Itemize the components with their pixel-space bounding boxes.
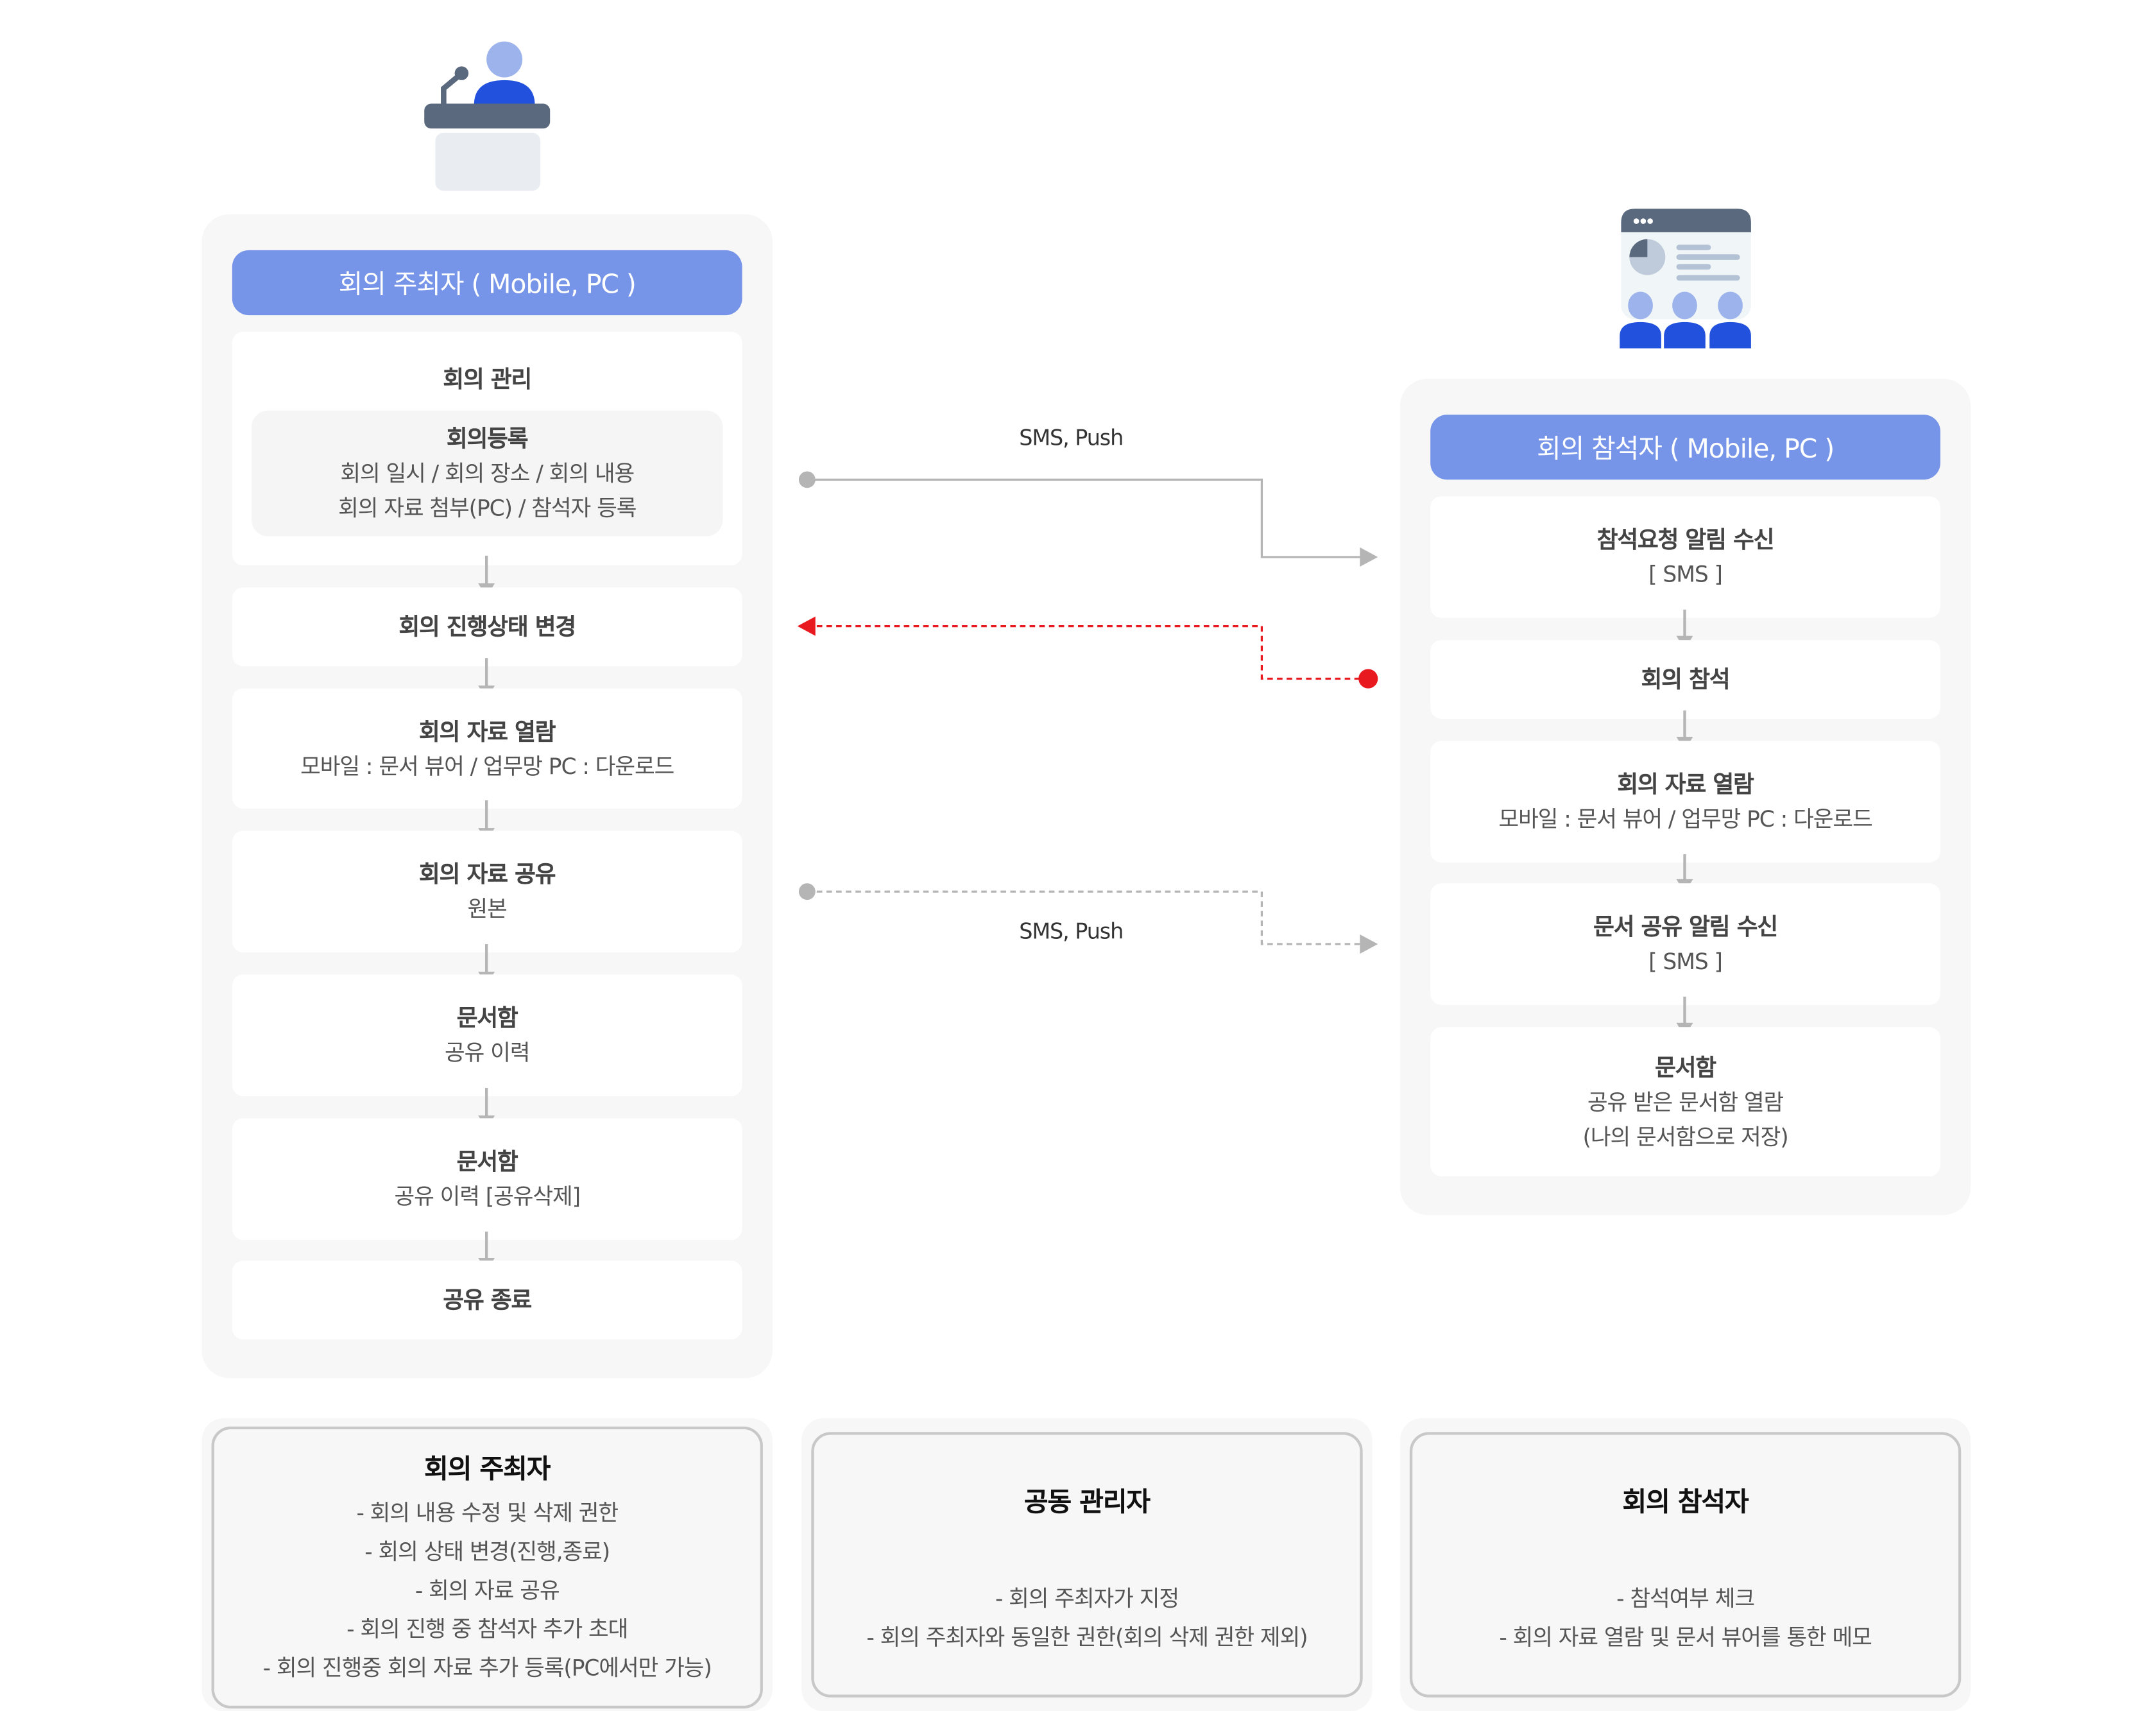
role-line: - 회의 자료 공유	[415, 1577, 560, 1604]
step-title: 문서함	[1655, 1054, 1716, 1081]
host-step-share-materials: 회의 자료 공유 원본	[232, 830, 742, 952]
step-line: 회의 자료 첨부(PC) / 참석자 등록	[338, 494, 637, 520]
step-line: [ SMS ]	[1648, 948, 1723, 975]
attendee-step-invite-notice: 참석요청 알림 수신 [ SMS ]	[1430, 496, 1940, 618]
step-line: 원본	[467, 895, 508, 922]
meeting-registration-box: 회의등록 회의 일시 / 회의 장소 / 회의 내용 회의 자료 첨부(PC) …	[251, 409, 723, 536]
role-line: - 회의 상태 변경(진행,종료)	[364, 1538, 610, 1565]
step-title: 회의 참석	[1641, 666, 1731, 693]
step-line: 모바일 : 문서 뷰어 / 업무망 PC : 다운로드	[300, 752, 674, 779]
feedback-connector	[797, 616, 1378, 689]
role-line: - 회의 내용 수정 및 삭제 권한	[356, 1499, 619, 1526]
host-header: 회의 주최자 ( Mobile, PC )	[232, 250, 742, 316]
step-title: 회의 자료 열람	[1617, 771, 1754, 798]
role-line: - 회의 진행중 회의 자료 추가 등록(PC에서만 가능)	[262, 1655, 712, 1681]
role-line: - 회의 자료 열람 및 문서 뷰어를 통한 메모	[1499, 1624, 1872, 1651]
step-title: 참석요청 알림 수신	[1596, 526, 1775, 553]
step-line: 공유 이력	[445, 1039, 530, 1066]
step-title: 회의 진행상태 변경	[398, 614, 576, 641]
share-connector-label: SMS, Push	[1019, 919, 1124, 945]
step-line: 회의 일시 / 회의 장소 / 회의 내용	[340, 460, 635, 486]
role-line: - 회의 진행 중 참석자 추가 초대	[346, 1615, 628, 1642]
attendee-step-docbox: 문서함 공유 받은 문서함 열람 (나의 문서함으로 저장)	[1430, 1027, 1940, 1176]
step-title: 공유 종료	[443, 1287, 532, 1314]
role-title: 회의 주최자	[424, 1454, 551, 1485]
step-title: 문서함	[456, 1148, 518, 1175]
attendee-step-share-notice: 문서 공유 알림 수신 [ SMS ]	[1430, 883, 1940, 1005]
role-line: - 참석여부 체크	[1616, 1585, 1755, 1612]
invite-connector-label: SMS, Push	[1019, 426, 1124, 451]
role-title: 공동 관리자	[1023, 1487, 1151, 1518]
host-step-view-materials: 회의 자료 열람 모바일 : 문서 뷰어 / 업무망 PC : 다운로드	[232, 688, 742, 809]
attendees-presentation-icon	[1620, 209, 1751, 348]
host-step-docbox-history: 문서함 공유 이력	[232, 974, 742, 1096]
role-line: - 회의 주최자가 지정	[995, 1585, 1179, 1612]
role-host-box: 회의 주최자 - 회의 내용 수정 및 삭제 권한 - 회의 상태 변경(진행,…	[211, 1426, 763, 1709]
role-line: - 회의 주최자와 동일한 권한(회의 삭제 권한 제외)	[866, 1624, 1308, 1651]
step-line: 공유 이력 [공유삭제]	[394, 1183, 581, 1210]
step-title: 회의 자료 공유	[419, 861, 556, 888]
host-step-end-sharing: 공유 종료	[232, 1260, 742, 1340]
step-title: 문서 공유 알림 수신	[1593, 913, 1778, 940]
share-connector	[798, 883, 1378, 954]
host-step-status-change: 회의 진행상태 변경	[232, 587, 742, 667]
podium-speaker-icon	[424, 41, 551, 191]
step-title: 회의 자료 열람	[419, 718, 556, 744]
attendee-step-view-materials: 회의 자료 열람 모바일 : 문서 뷰어 / 업무망 PC : 다운로드	[1430, 741, 1940, 863]
role-coadmin-box: 공동 관리자 - 회의 주최자가 지정 - 회의 주최자와 동일한 권한(회의 …	[811, 1432, 1363, 1698]
step-line: 공유 받은 문서함 열람	[1587, 1088, 1784, 1115]
host-step-meeting-management: 회의 관리 회의등록 회의 일시 / 회의 장소 / 회의 내용 회의 자료 첨…	[232, 331, 742, 565]
host-step-docbox-delete: 문서함 공유 이력 [공유삭제]	[232, 1118, 742, 1240]
role-title: 회의 참석자	[1622, 1487, 1749, 1518]
step-subtitle: 회의등록	[446, 425, 529, 452]
step-title: 회의 관리	[443, 365, 532, 392]
attendee-step-attend: 회의 참석	[1430, 640, 1940, 719]
attendee-header: 회의 참석자 ( Mobile, PC )	[1430, 415, 1940, 480]
invite-connector	[798, 471, 1378, 567]
step-line: (나의 문서함으로 저장)	[1582, 1122, 1788, 1149]
role-attendee-box: 회의 참석자 - 참석여부 체크 - 회의 자료 열람 및 문서 뷰어를 통한 …	[1409, 1432, 1962, 1698]
step-line: [ SMS ]	[1648, 561, 1723, 588]
step-line: 모바일 : 문서 뷰어 / 업무망 PC : 다운로드	[1498, 805, 1872, 832]
step-title: 문서함	[456, 1004, 518, 1031]
